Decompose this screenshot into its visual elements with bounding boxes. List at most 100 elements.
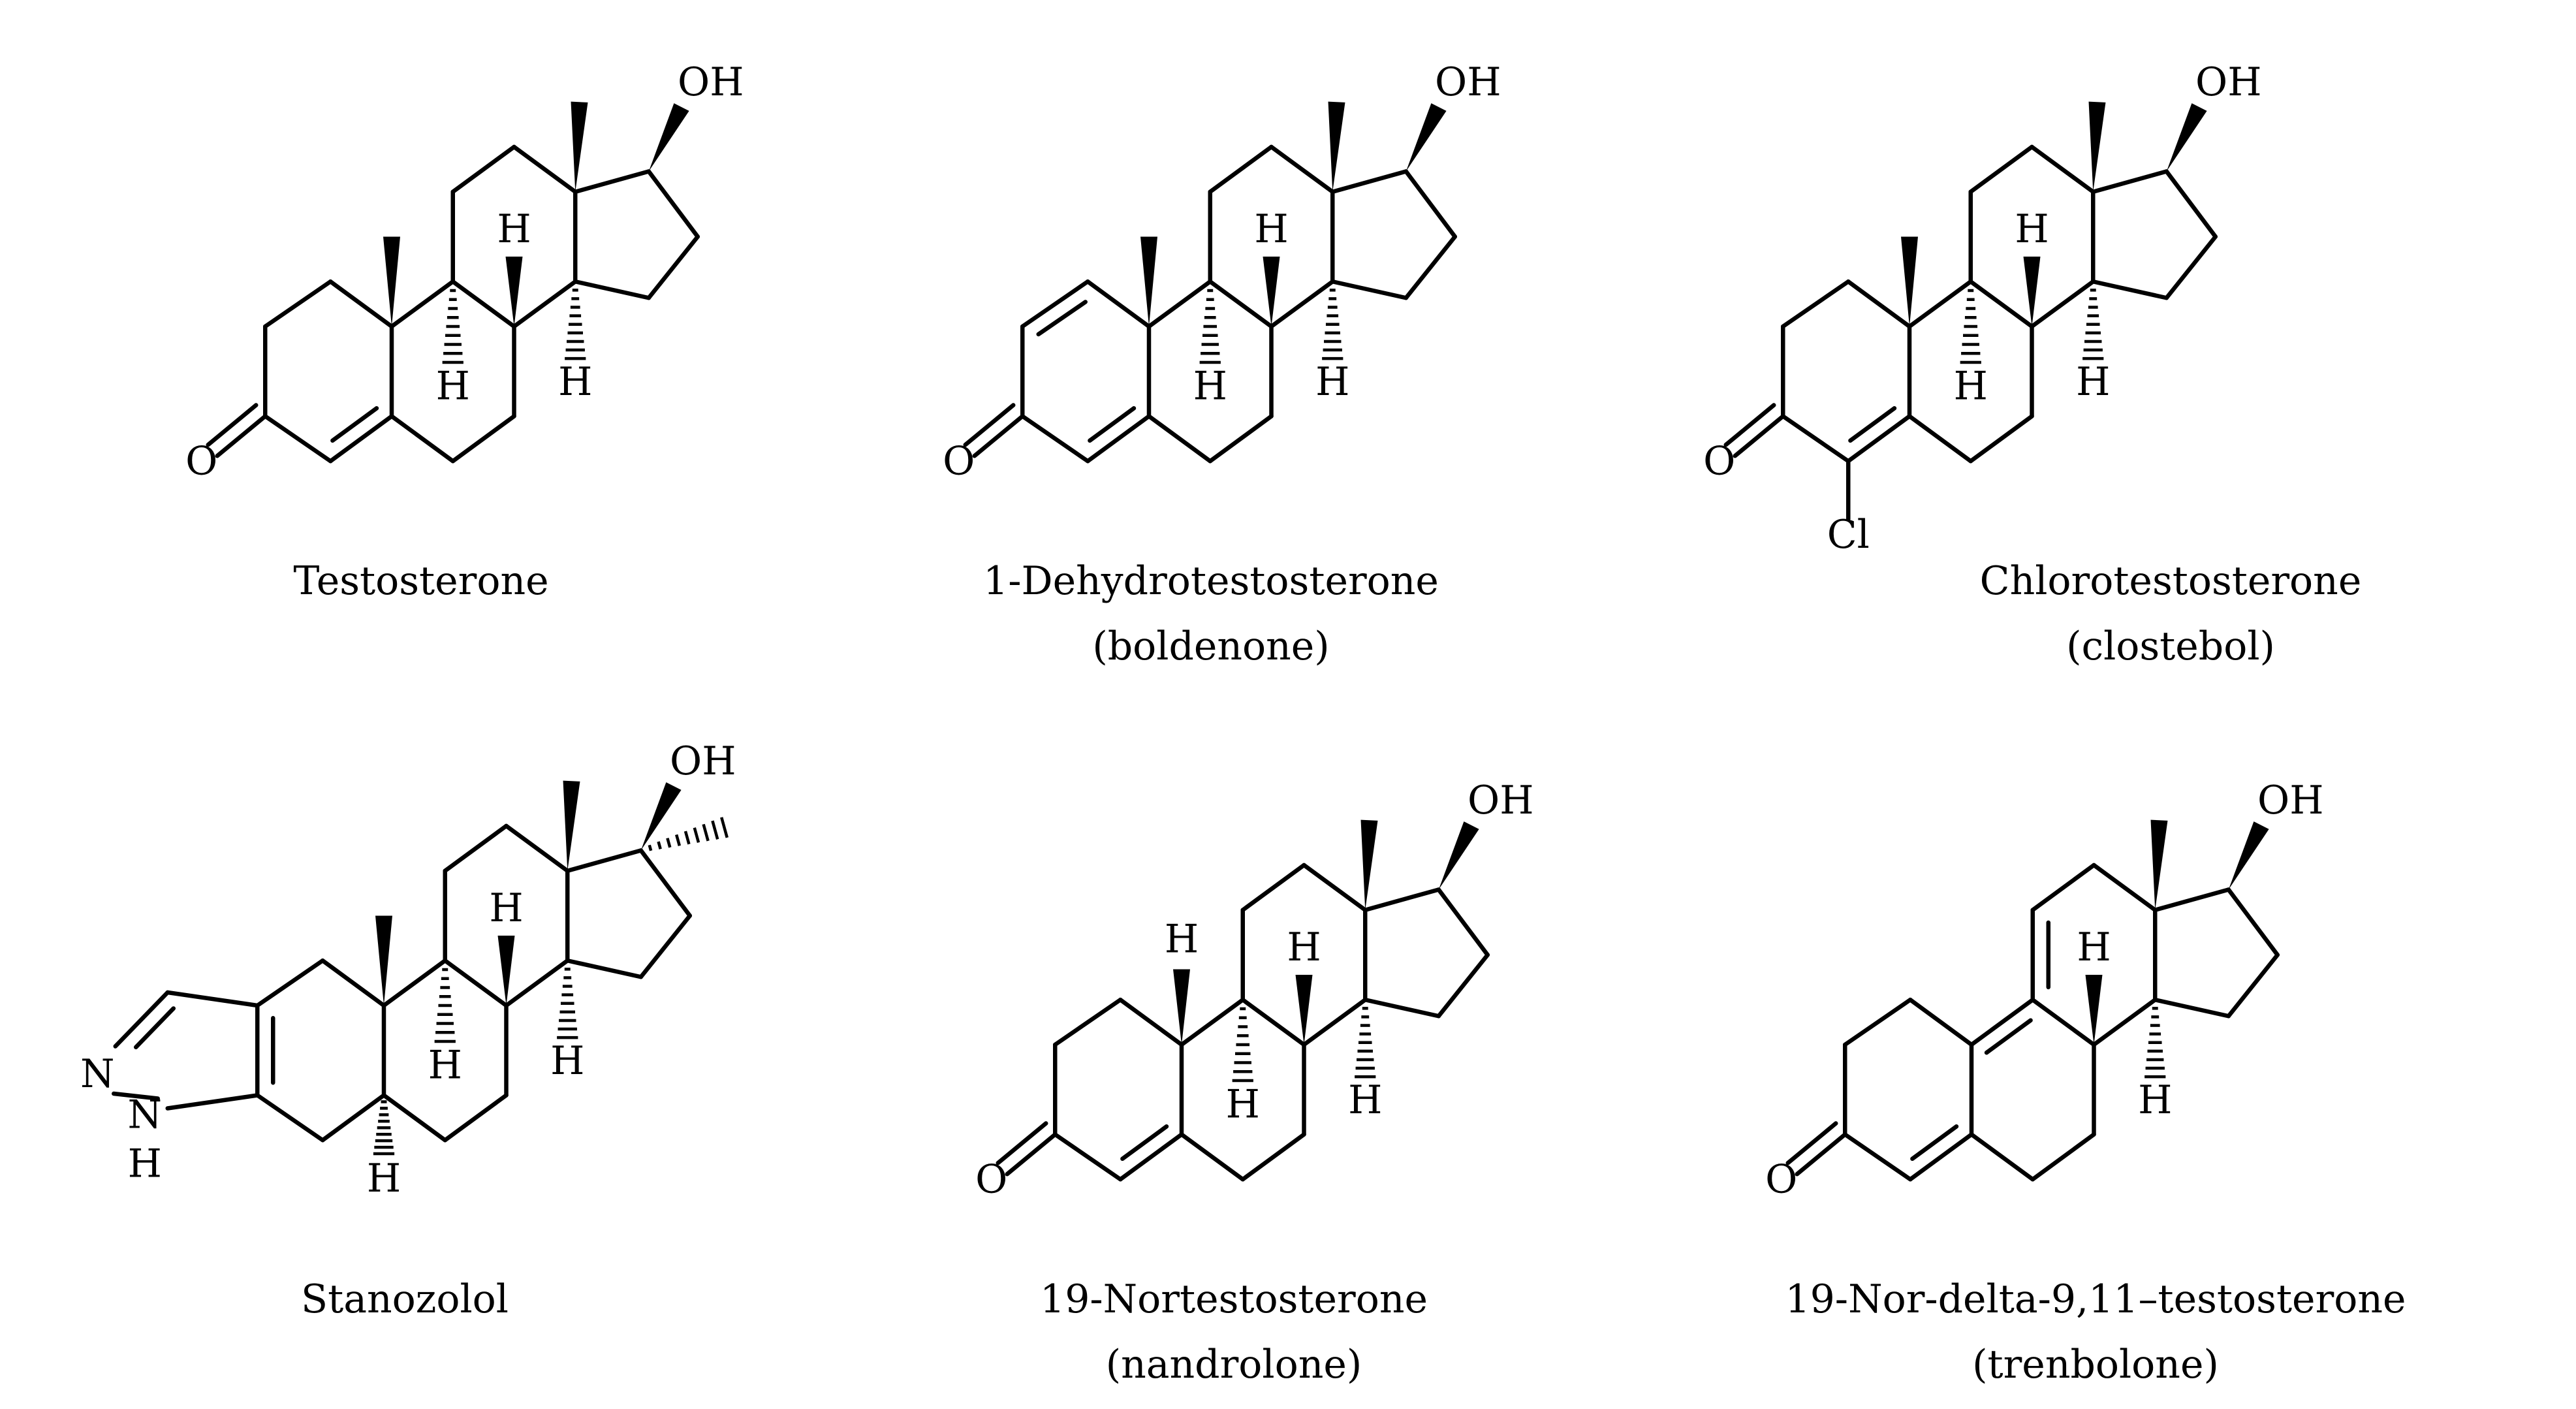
atom-label-h: H bbox=[128, 1141, 162, 1187]
compound-trenbolone: OOHHH19-Nor-delta-9,11–testosterone(tren… bbox=[1765, 778, 2406, 1387]
methyl-wedge-c19 bbox=[383, 236, 400, 326]
hashed-bond-h5 bbox=[373, 1100, 395, 1156]
hashed-bond-h9 bbox=[1232, 1007, 1253, 1083]
methyl-wedge-c18 bbox=[2088, 101, 2106, 192]
ring-bond bbox=[2030, 279, 2096, 329]
hash-line bbox=[720, 817, 729, 838]
hydroxyl-wedge bbox=[2228, 821, 2269, 890]
hashed-bond-h14 bbox=[2082, 289, 2104, 360]
ring-bond bbox=[1846, 279, 1912, 329]
h-wedge-c8 bbox=[2023, 257, 2041, 326]
ring-bond bbox=[1843, 998, 1913, 1047]
carbonyl-bond bbox=[1005, 1132, 1058, 1177]
ring-bond bbox=[1969, 998, 2035, 1047]
ring-bond bbox=[321, 958, 386, 1008]
ring-bond bbox=[2030, 998, 2096, 1047]
compound-alt-name-boldenone: (boldenone) bbox=[1092, 624, 1329, 669]
ring-bond bbox=[263, 414, 333, 464]
methyl-wedge-c18 bbox=[571, 101, 588, 192]
atom-label-o: O bbox=[943, 438, 975, 484]
pyrazole-bond bbox=[112, 1091, 160, 1101]
ring-bond bbox=[1269, 279, 1335, 329]
compound-alt-name-clostebol: (clostebol) bbox=[2066, 624, 2275, 669]
hashed-bond-h14 bbox=[2144, 1007, 2166, 1079]
methyl-wedge-c19 bbox=[375, 915, 392, 1005]
atom-label-h: H bbox=[367, 1156, 401, 1201]
compound-alt-name-trenbolone: (trenbolone) bbox=[1972, 1342, 2219, 1387]
ring-bond bbox=[263, 279, 333, 329]
h-wedge-c10 bbox=[1173, 969, 1190, 1045]
ring-bond bbox=[1908, 998, 1974, 1047]
ring-bond bbox=[389, 279, 455, 329]
pyrazole-bond bbox=[113, 990, 170, 1049]
ring-bond bbox=[1436, 953, 1490, 1019]
ring-bond bbox=[1908, 1132, 1974, 1182]
ring-bond bbox=[450, 144, 516, 194]
atom-label-n: N bbox=[128, 1092, 163, 1138]
ring-bond bbox=[1208, 144, 1274, 194]
ring-bond bbox=[512, 144, 578, 194]
ring-bond bbox=[638, 913, 692, 979]
atom-label-h: H bbox=[1954, 363, 1988, 409]
ring-bond bbox=[1843, 1132, 1913, 1182]
ring-bond bbox=[1086, 414, 1152, 464]
ring-bond bbox=[443, 958, 509, 1008]
double-bond-line bbox=[1120, 1124, 1169, 1162]
atom-label-h: H bbox=[2076, 359, 2110, 405]
double-bond-line bbox=[1088, 406, 1137, 443]
ring-bond bbox=[1208, 279, 1274, 329]
ring-bond bbox=[1118, 998, 1184, 1047]
ring-bond bbox=[1118, 1132, 1184, 1182]
ring-bond bbox=[573, 169, 651, 194]
atom-label-oh: OH bbox=[1435, 59, 1501, 105]
ring-bond bbox=[1302, 998, 1368, 1047]
ring-bond bbox=[512, 279, 578, 329]
ring-bond bbox=[646, 234, 700, 300]
methyl-wedge-c19 bbox=[1140, 236, 1157, 326]
hash-line bbox=[648, 844, 653, 851]
carbonyl-double-line bbox=[996, 1121, 1048, 1165]
hydroxyl-wedge bbox=[1406, 103, 1447, 172]
compound-name-stanozolol: Stanozolol bbox=[301, 1276, 509, 1322]
hash-line bbox=[683, 831, 691, 845]
hashed-bond-h9 bbox=[1199, 289, 1221, 364]
atom-label-oh: OH bbox=[678, 59, 744, 105]
ring-bond bbox=[328, 279, 394, 329]
compound-name-testosterone: Testosterone bbox=[293, 558, 548, 604]
ring-bond bbox=[321, 1093, 386, 1143]
hashed-bond-h14 bbox=[1322, 289, 1343, 360]
atom-label-oh: OH bbox=[2195, 59, 2262, 105]
carbonyl-bond bbox=[215, 414, 268, 458]
double-bond-line bbox=[1848, 406, 1897, 443]
hydroxyl-wedge bbox=[640, 782, 682, 851]
atom-label-h: H bbox=[550, 1038, 584, 1084]
ring-bond bbox=[328, 414, 394, 464]
compound-alt-name-nandrolone: (nandrolone) bbox=[1106, 1342, 1362, 1387]
ring-bond bbox=[443, 1093, 509, 1143]
atom-label-h: H bbox=[2077, 925, 2111, 970]
ring-bond bbox=[2226, 887, 2280, 957]
ring-bond bbox=[1053, 998, 1123, 1047]
double-bond-line bbox=[330, 406, 379, 443]
hash-line bbox=[711, 820, 719, 840]
ring-bond bbox=[1179, 998, 1245, 1047]
atom-label-h: H bbox=[2015, 206, 2049, 252]
carbonyl-double-line bbox=[1785, 1121, 1838, 1165]
ring-bond bbox=[2153, 998, 2231, 1019]
methyl-wedge-c18 bbox=[1360, 819, 1378, 910]
double-bond-line bbox=[1910, 1124, 1959, 1162]
pyrazole-bond bbox=[165, 990, 260, 1008]
ring-bond bbox=[1846, 414, 1912, 464]
ring-bond bbox=[1907, 279, 1973, 329]
atom-label-oh: OH bbox=[1468, 778, 1534, 823]
ring-bond bbox=[1968, 279, 2034, 329]
ring-bond bbox=[573, 279, 651, 300]
methyl-wedge-c18 bbox=[563, 780, 580, 871]
pyrazole-double-line bbox=[133, 1006, 176, 1050]
carbonyl-double-line bbox=[963, 403, 1016, 447]
hash-line bbox=[675, 834, 682, 846]
hydroxyl-wedge bbox=[1438, 821, 1479, 890]
